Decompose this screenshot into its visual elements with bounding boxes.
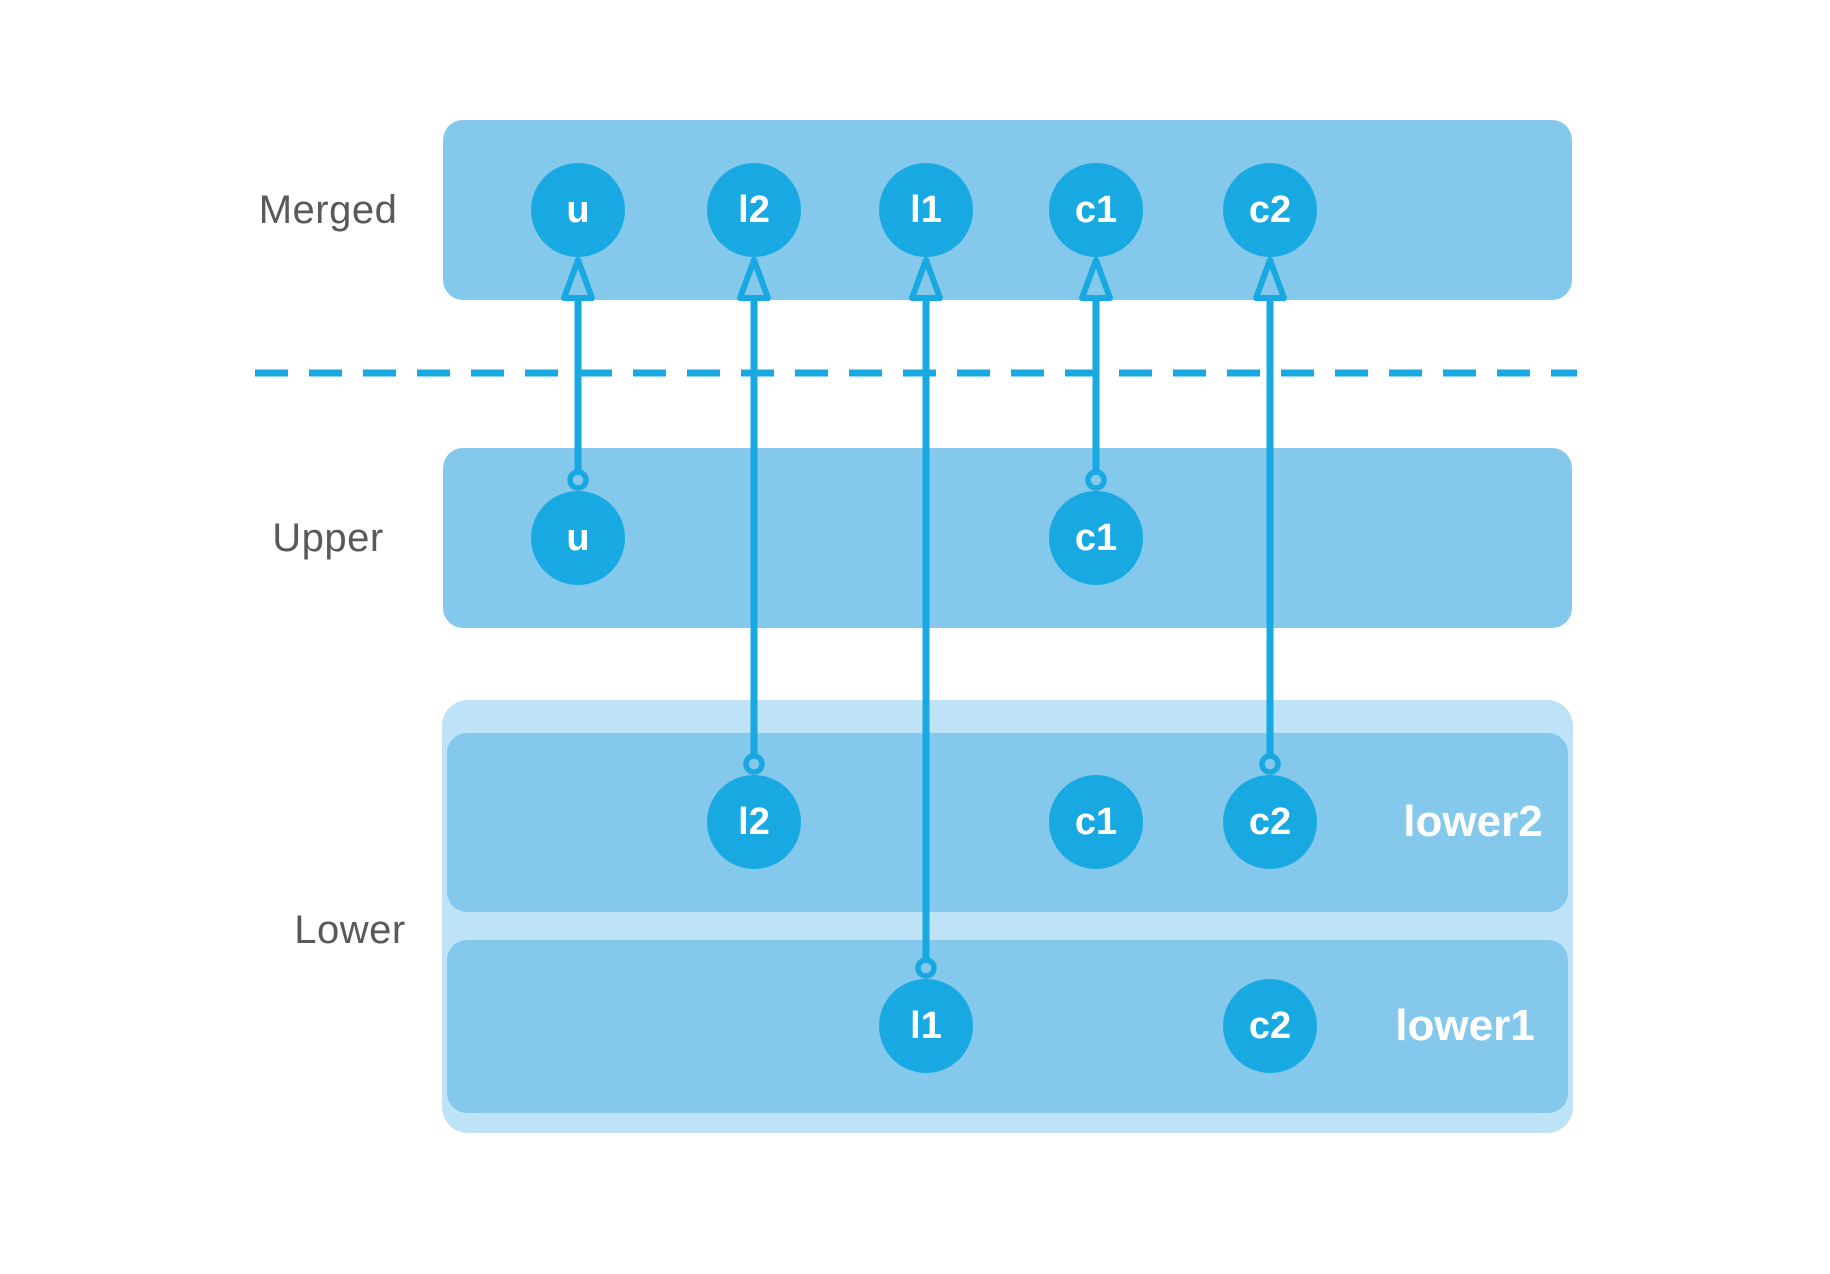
merged-layer-band [443,120,1572,300]
lower-row-label: Lower [294,908,406,952]
node-lower1-l1: l1 [879,979,973,1073]
arrow-upper.c1-to-merged.c1 [1079,257,1113,491]
node-lower2-c1: c1 [1049,775,1143,869]
node-lower2-l2: l2 [707,775,801,869]
upper-layer-band [443,448,1572,628]
arrow-upper.u-to-merged.u [561,257,595,491]
arrow-lower2.l2-to-merged.l2 [737,257,771,775]
merged-row-label: Merged [258,188,398,232]
node-merged-l2: l2 [707,163,801,257]
node-merged-l1: l1 [879,163,973,257]
lower2-sublayer-label: lower2 [1403,797,1543,846]
lower1-sublayer-label: lower1 [1395,1001,1535,1050]
upper-row-label: Upper [272,516,384,560]
node-lower2-c2: c2 [1223,775,1317,869]
node-lower1-c2: c2 [1223,979,1317,1073]
lower2-layer-band [447,733,1568,912]
arrow-lower2.c2-to-merged.c2 [1253,257,1287,775]
node-upper-u: u [531,491,625,585]
node-merged-c2: c2 [1223,163,1317,257]
node-merged-u: u [531,163,625,257]
arrow-lower1.l1-to-merged.l1 [909,257,943,979]
node-merged-c1: c1 [1049,163,1143,257]
lower1-layer-band [447,940,1568,1113]
node-upper-c1: c1 [1049,491,1143,585]
